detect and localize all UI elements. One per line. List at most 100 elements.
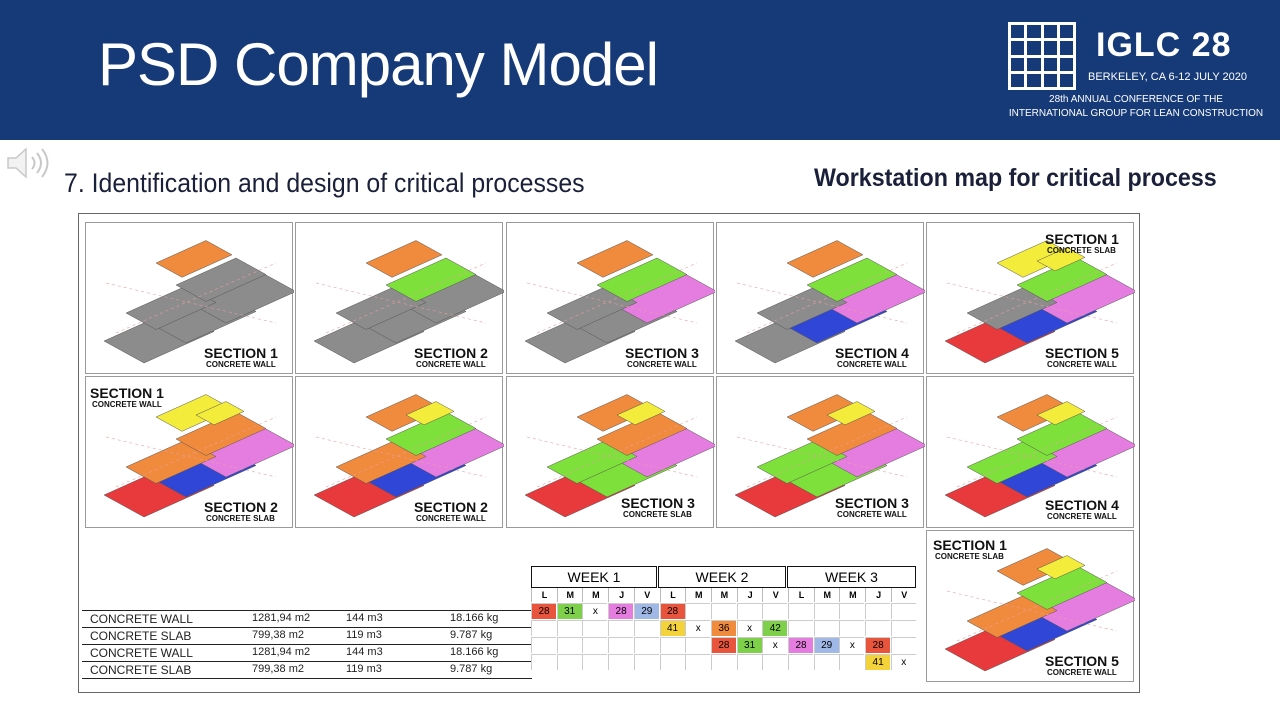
panel-section-label: SECTION 5 bbox=[1045, 653, 1119, 669]
schedule-cell: 28 bbox=[608, 603, 634, 619]
day-header: M bbox=[813, 588, 840, 602]
schedule-cell: 36 bbox=[710, 620, 736, 636]
schedule-cell bbox=[839, 654, 865, 670]
audio-speaker-icon[interactable] bbox=[4, 144, 54, 182]
schedule-cell: x bbox=[685, 620, 711, 636]
iso-floorplan bbox=[524, 240, 715, 364]
critical-processes-heading: 7. Identification and design of critical… bbox=[64, 168, 585, 198]
schedule-cell bbox=[685, 603, 711, 619]
schedule-cell bbox=[685, 637, 711, 653]
title-banner: PSD Company Model IGLC 28 BERKELEY, CA 6… bbox=[0, 0, 1280, 140]
schedule-cell bbox=[788, 654, 813, 670]
logo-grid-icon bbox=[1008, 22, 1076, 90]
schedule-cell bbox=[736, 654, 762, 670]
day-header: L bbox=[531, 588, 557, 602]
day-header: J bbox=[865, 588, 891, 602]
day-header: L bbox=[659, 588, 686, 602]
schedule-cell bbox=[890, 620, 916, 636]
iso-floorplan bbox=[313, 394, 504, 518]
schedule-cell: 41 bbox=[659, 620, 685, 636]
schedule-cell bbox=[633, 654, 659, 670]
workstation-map-heading: Workstation map for critical process bbox=[814, 164, 1217, 192]
schedule-cell bbox=[633, 637, 659, 653]
iso-floorplan bbox=[944, 240, 1135, 364]
schedule-cell bbox=[710, 654, 736, 670]
table-row: CONCRETE WALL 1281,94 m2 144 m3 18.166 k… bbox=[82, 610, 532, 627]
panel-type-label: CONCRETE WALL bbox=[1047, 512, 1117, 521]
schedule-cell: 28 bbox=[710, 637, 736, 653]
schedule-cell bbox=[582, 637, 608, 653]
slide-title: PSD Company Model bbox=[98, 31, 659, 98]
panel-type-label: CONCRETE WALL bbox=[837, 510, 907, 519]
day-header: J bbox=[608, 588, 634, 602]
day-header: V bbox=[890, 588, 917, 602]
schedule-cell bbox=[531, 637, 556, 653]
schedule-cell bbox=[865, 620, 891, 636]
panel-section-label: SECTION 1 bbox=[933, 537, 1007, 553]
panel-section-label: SECTION 5 bbox=[1045, 345, 1119, 361]
schedule-cell bbox=[556, 637, 582, 653]
panel-type-label: CONCRETE SLAB bbox=[1047, 246, 1116, 255]
schedule-cell bbox=[710, 603, 736, 619]
schedule-cell bbox=[608, 654, 634, 670]
schedule-cell: x bbox=[582, 603, 608, 619]
panel-type-label: CONCRETE SLAB bbox=[206, 514, 275, 523]
schedule-cell: 41 bbox=[865, 654, 891, 670]
panel-type-label: CONCRETE WALL bbox=[1047, 360, 1117, 369]
schedule-cell bbox=[788, 603, 813, 619]
panel-type-label: CONCRETE WALL bbox=[627, 360, 697, 369]
schedule-cell bbox=[531, 654, 556, 670]
day-header: M bbox=[685, 588, 711, 602]
schedule-cell bbox=[633, 620, 659, 636]
logo-location: BERKELEY, CA 6-12 JULY 2020 bbox=[1088, 71, 1247, 83]
schedule-cell bbox=[865, 603, 891, 619]
schedule-cell: x bbox=[839, 637, 865, 653]
schedule-cell bbox=[659, 654, 685, 670]
panel-section-label: SECTION 1 bbox=[90, 385, 164, 401]
iso-floorplan bbox=[734, 240, 925, 364]
panel-section-label: SECTION 1 bbox=[1045, 231, 1119, 247]
schedule-cell bbox=[685, 654, 711, 670]
panel-section-label: SECTION 4 bbox=[1045, 497, 1119, 513]
table-row: CONCRETE SLAB 799,38 m2 119 m3 9.787 kg bbox=[82, 627, 532, 644]
schedule-cell bbox=[813, 603, 839, 619]
schedule-cell: x bbox=[890, 654, 916, 670]
iso-floorplan bbox=[944, 394, 1135, 518]
week-header: WEEK 2 bbox=[658, 566, 786, 588]
panel-section-label: SECTION 1 bbox=[204, 345, 278, 361]
iso-floorplan bbox=[524, 394, 715, 518]
schedule-cell: 31 bbox=[556, 603, 582, 619]
panel-type-label: CONCRETE WALL bbox=[206, 360, 276, 369]
schedule-cell: 28 bbox=[865, 637, 891, 653]
schedule-cell: 28 bbox=[531, 603, 556, 619]
day-header: J bbox=[736, 588, 763, 602]
panel-type-label: CONCRETE SLAB bbox=[935, 552, 1004, 561]
panel-section-label: SECTION 3 bbox=[625, 345, 699, 361]
panel-section-label: SECTION 3 bbox=[621, 495, 695, 511]
schedule-cell bbox=[556, 620, 582, 636]
panel-type-label: CONCRETE WALL bbox=[1047, 668, 1117, 677]
logo-line-1: 28th ANNUAL CONFERENCE OF THE bbox=[1049, 94, 1223, 105]
panel-section-label: SECTION 3 bbox=[835, 495, 909, 511]
schedule-cell: 31 bbox=[736, 637, 762, 653]
day-header: V bbox=[633, 588, 660, 602]
schedule-cell bbox=[762, 654, 788, 670]
schedule-cell bbox=[736, 603, 762, 619]
panel-section-label: SECTION 2 bbox=[414, 499, 488, 515]
schedule-cell bbox=[582, 620, 608, 636]
logo-name: IGLC 28 bbox=[1096, 26, 1232, 64]
schedule-cell bbox=[788, 620, 813, 636]
schedule-cell bbox=[556, 654, 582, 670]
panel-type-label: CONCRETE WALL bbox=[92, 400, 162, 409]
